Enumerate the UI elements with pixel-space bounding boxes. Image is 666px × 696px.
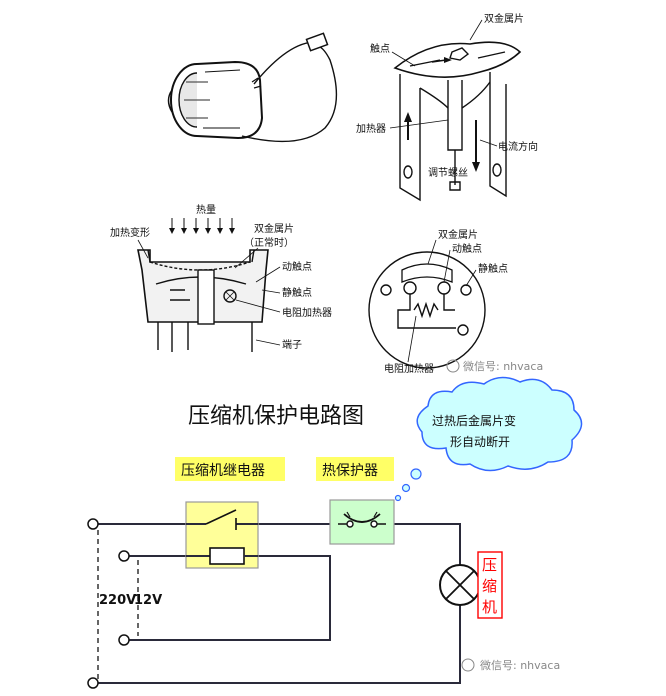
cloud-text-line-1: 过热后金属片变: [432, 413, 516, 428]
watermark-text-bottom: 微信号: nhvaca: [480, 658, 560, 672]
label-resistor-heater-section: 电阻加热器: [282, 306, 332, 319]
cloud-callout: 过热后金属片变 形自动断开: [394, 376, 583, 502]
label-current-direction: 电流方向: [498, 140, 538, 153]
label-normal-state: （正常时）: [244, 236, 294, 249]
relay-switch-contact: [205, 509, 237, 525]
label-adjust-screw: 调节螺丝: [428, 167, 468, 179]
watermark-top: 微信号: nhvaca: [446, 359, 543, 373]
top-view-labels: 双金属片 动触点 静触点 电阻加热器: [384, 228, 508, 375]
cross-section-illustration: 热量 加: [110, 203, 332, 352]
protector-label-box: 热保护器: [316, 457, 394, 481]
terminal-12v-bottom: [118, 634, 130, 646]
compressor-label-box: 压 缩 机: [477, 551, 503, 619]
label-terminal: 端子: [282, 338, 302, 351]
label-moving-contact-top: 动触点: [452, 242, 482, 255]
bimetal-disc: [393, 41, 522, 78]
relay-label-box: 压缩机继电器: [175, 457, 285, 481]
terminal-220v-top: [87, 518, 99, 530]
compressor-label-3: 机: [482, 598, 497, 616]
label-resistor-heater-top: 电阻加热器: [384, 362, 434, 375]
watermark-text-top: 微信号: nhvaca: [463, 359, 543, 373]
protector-cylinder-body: [167, 60, 264, 140]
label-static-contact-top: 静触点: [478, 262, 508, 275]
section-labels: 加热变形 双金属片 （正常时） 动触点 静触点 电阻加热器 端子: [110, 222, 332, 351]
label-moving-contact-section: 动触点: [282, 260, 312, 273]
label-contact: 触点: [370, 42, 390, 55]
relay-coil: [209, 547, 245, 565]
label-bimetal-section: 双金属片: [254, 222, 294, 235]
mechanism-labels: 双金属片 触点 加热器 电流方向 调节螺丝: [356, 12, 538, 179]
terminals: [87, 518, 130, 689]
compressor-label-2: 缩: [482, 577, 497, 595]
bimetal-strip: [343, 513, 381, 523]
label-heat: 热量: [196, 203, 216, 216]
cloud-text-line-2: 形自动断开: [450, 434, 510, 449]
voltage-label: 220V: [99, 593, 136, 608]
thermal-protector: [329, 499, 395, 545]
top-view-internals: [380, 263, 472, 336]
label-static-contact-section: 静触点: [282, 286, 312, 299]
wechat-icon: [446, 359, 460, 373]
thermal-protector-illustration: [167, 32, 338, 143]
label-heater: 加热器: [356, 122, 386, 135]
voltage-label-low: 12V: [134, 593, 162, 608]
protector-lead-wire: [241, 32, 338, 143]
terminal-12v-top: [118, 550, 130, 562]
top-view-illustration: 双金属片 动触点 静触点 电阻加热器: [368, 228, 508, 375]
circuit-title: 压缩机保护电路图: [188, 404, 364, 429]
compressor-label-1: 压: [482, 556, 497, 574]
top-view-outer-circle: [368, 251, 486, 369]
compressor-relay: [185, 501, 259, 569]
label-bimetal: 双金属片: [484, 12, 524, 25]
watermark-bottom: 微信号: nhvaca: [461, 658, 560, 672]
section-housing: [137, 249, 269, 352]
compressor-load: [439, 564, 481, 606]
protector-label: 热保护器: [322, 463, 378, 479]
terminal-220v-bottom: [87, 677, 99, 689]
label-bimetal-top: 双金属片: [438, 228, 478, 241]
mechanism-frame: [399, 57, 507, 202]
wechat-icon: [461, 658, 475, 672]
heat-arrows: 热量: [169, 203, 235, 234]
bimetal-mechanism-illustration: 双金属片 触点 加热器 电流方向 调节螺丝: [356, 12, 538, 202]
circuit-wires: [97, 523, 461, 684]
relay-label: 压缩机继电器: [181, 463, 265, 479]
label-heat-deform: 加热变形: [110, 226, 150, 239]
